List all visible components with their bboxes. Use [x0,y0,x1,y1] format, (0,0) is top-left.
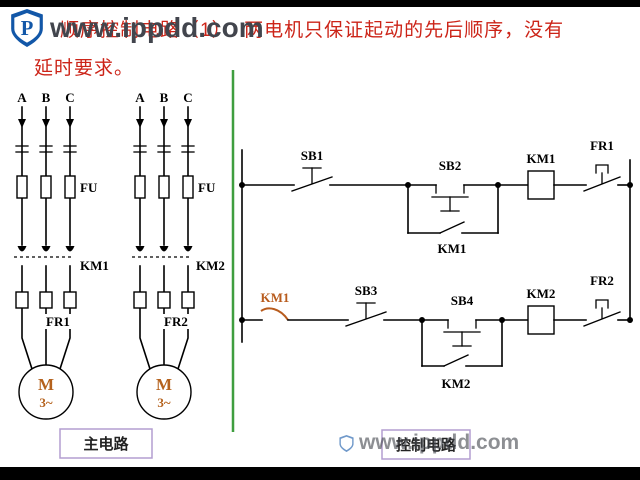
branch2-contactor-label: KM2 [196,258,225,273]
km2-hold-label: KM2 [442,376,471,391]
phase-b-label: B [42,90,51,105]
phase-c-label: C [65,90,74,105]
km1-interlock-contact [260,307,289,321]
sb1-contact [291,167,333,192]
watermark-text-bottom: www.ippdd.com [359,431,520,454]
branch1-switch-ticks [15,145,77,153]
branch2-switch-ticks [133,145,195,153]
rung2: KM1 SB3 [239,273,633,391]
branch1-fuse-label: FU [80,180,98,195]
sb4-label: SB4 [451,293,474,308]
main-branch-2: A B C [132,90,225,420]
motor1-phase: 3~ [39,395,53,410]
motor1-circle [18,364,74,420]
branch1-fuses [16,175,76,199]
control-circuit-caption-box [381,429,471,460]
km1-coil-label: KM1 [527,151,556,166]
km2-coil [527,305,555,335]
branch2-supply-arrows [136,119,192,128]
logo-shield-icon-small [339,434,354,452]
motor2-letter: M [156,375,172,394]
sb1-label: SB1 [301,148,323,163]
motor2-phase: 3~ [157,395,171,410]
main-branch-1: A B C [14,90,109,420]
sb2-label: SB2 [439,158,461,173]
sb4-contact [443,319,481,347]
km1-coil [527,170,555,200]
branch2-contactor-contacts [132,246,193,258]
sb3-contact [345,302,387,327]
km1-hold-label: KM1 [438,241,467,256]
fr2-contact [583,299,621,327]
motor2-circle [136,364,192,420]
bottom-black-bar [0,467,640,480]
main-circuit-caption-box [59,428,153,459]
rung1: SB1 SB2 KM1 [239,138,633,256]
branch2-relay-label-bg [162,314,198,329]
branch1-supply-arrows [18,119,74,128]
phase-c-label-2: C [183,90,192,105]
top-black-bar [0,0,640,7]
control-circuit: SB1 SB2 KM1 [239,138,633,460]
branch2-relay-label: FR2 [164,314,188,329]
sb3-label: SB3 [355,283,378,298]
branch1-contactor-label: KM1 [80,258,109,273]
fr1-label: FR1 [590,138,614,153]
branch1-relay-label-bg [44,314,80,329]
km2-coil-label: KM2 [527,286,556,301]
watermark-top: P www.ippdd.com [8,7,264,49]
fr2-label: FR2 [590,273,614,288]
watermark-text-top: www.ippdd.com [50,12,264,43]
branch1-contactor-contacts [14,246,75,258]
phase-b-label-2: B [160,90,169,105]
km1-interlock-label: KM1 [261,290,290,305]
logo-letter: P [21,18,34,40]
fr1-contact [583,164,621,192]
branch2-fuse-label: FU [198,180,216,195]
main-circuit-caption: 主电路 [83,435,129,453]
branch2-thermal-heaters [133,291,195,309]
logo-shield-icon: P [11,9,43,47]
title-line-2: 延时要求。 [34,58,135,79]
sb2-contact [431,184,469,212]
control-circuit-caption: 控制电路 [396,436,457,454]
km1-hold-branch [407,184,499,234]
phase-a-label: A [17,90,27,105]
branch1-relay-label: FR1 [46,314,70,329]
branch2-fuses [134,175,194,199]
branch1-thermal-heaters [15,291,77,309]
km2-hold-branch [421,319,503,367]
motor1-letter: M [38,375,54,394]
watermark-bottom: www.ippdd.com [338,431,519,455]
main-circuit: A B C [14,90,225,459]
title-line-1: 顺序控制电路（1）. 两电机只保证起动的先后顺序，没有 [60,20,565,41]
phase-a-label-2: A [135,90,145,105]
